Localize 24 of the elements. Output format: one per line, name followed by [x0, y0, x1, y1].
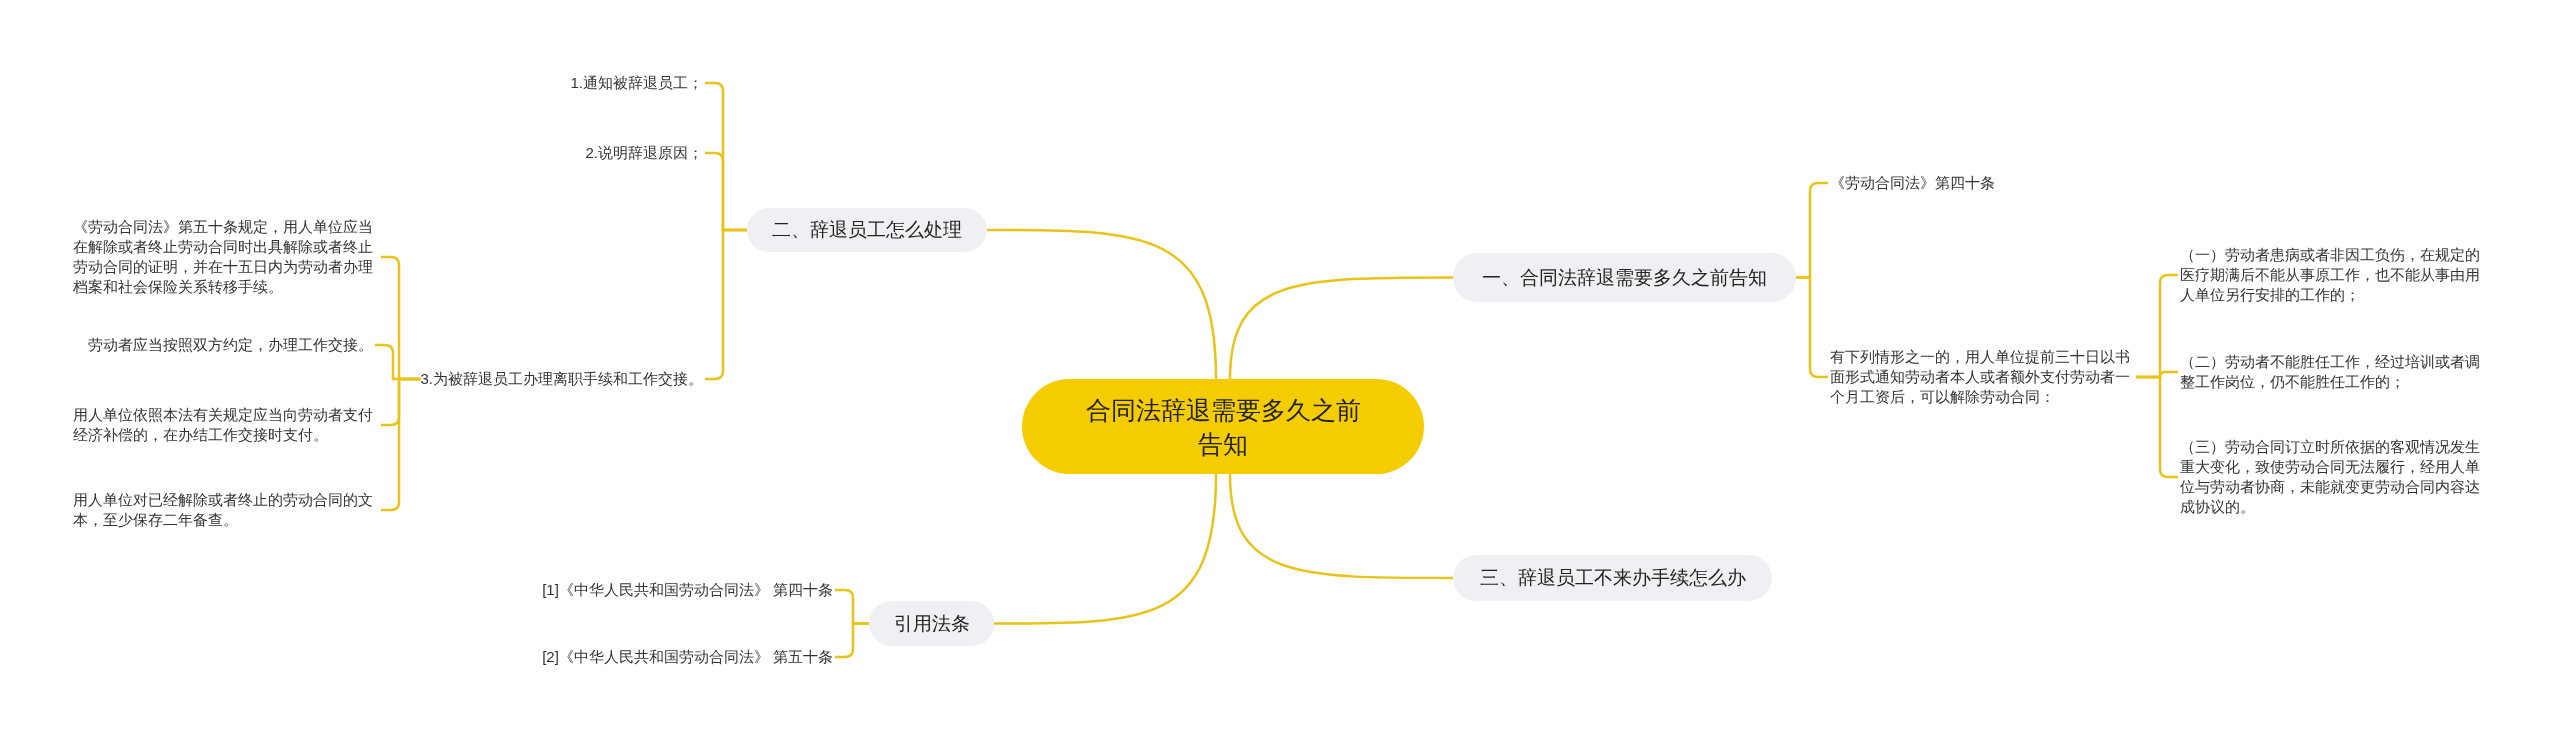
branch-text: 《劳动合同法》第四十条 [1830, 173, 1995, 193]
connector-line [835, 622, 869, 659]
branch-text: （三）劳动合同订立时所依据的客观情况发生重大变化，致使劳动合同无法履行，经用人单位与劳动者协商，未能就变更劳动合同内容达成协议的。 [2180, 437, 2486, 517]
branch-text: （一）劳动者患病或者非因工负伤，在规定的医疗期满后不能从事原工作，也不能从事由用人单位另行安排的工作的； [2180, 245, 2486, 305]
branch-text: 1.通知被辞退员工； [570, 73, 703, 93]
branch-text: 用人单位依照本法有关规定应当向劳动者支付经济补偿的，在办结工作交接时支付。 [73, 405, 379, 445]
branch-text: 用人单位对已经解除或者终止的劳动合同的文本，至少保存二年备查。 [73, 490, 379, 530]
branch-text: [1]《中华人民共和国劳动合同法》 第四十条 [542, 580, 833, 600]
topic-pill: 三、辞退员工不来办手续怎么办 [1453, 555, 1772, 601]
branch-text: 劳动者应当按照双方约定，办理工作交接。 [88, 335, 373, 355]
branch-text: （二）劳动者不能胜任工作，经过培训或者调整工作岗位，仍不能胜任工作的； [2180, 352, 2486, 392]
connector-line [994, 473, 1218, 625]
branch-text: [2]《中华人民共和国劳动合同法》 第五十条 [542, 647, 833, 667]
branch-text: 2.说明辞退原因； [585, 143, 703, 163]
connector-line [1228, 276, 1453, 380]
connector-line [1228, 473, 1453, 580]
topic-pill: 二、辞退员工怎么处理 [747, 208, 987, 252]
branch-text: 《劳动合同法》第五十条规定，用人单位应当在解除或者终止劳动合同时出具解除或者终止劳动合同的证明，并在十五日内为劳动者办理档案和社会保险关系转移手续。 [73, 217, 379, 297]
topic-pill: 引用法条 [869, 601, 994, 646]
topic-pill: 一、合同法辞退需要多久之前告知 [1453, 253, 1796, 302]
branch-text: 有下列情形之一的，用人单位提前三十日以书面形式通知劳动者本人或者额外支付劳动者一个月工资后，可以解除劳动合同： [1830, 347, 2136, 407]
branch-text: 3.为被辞退员工办理离职手续和工作交接。 [420, 369, 703, 389]
connector-line [987, 228, 1218, 380]
central-topic: 合同法辞退需要多久之前告知 [1022, 379, 1424, 474]
